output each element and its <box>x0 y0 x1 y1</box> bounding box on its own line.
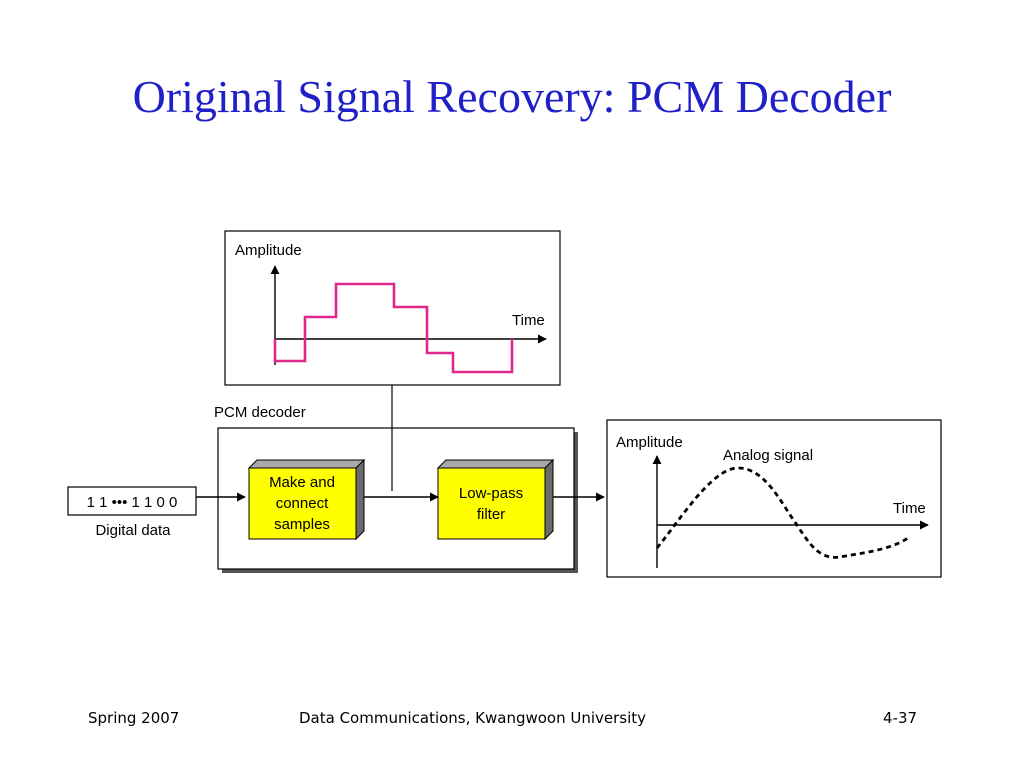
make-block-side <box>355 458 365 541</box>
digital-data-bits: 1 1 ••• 1 1 0 0 <box>87 494 178 511</box>
filter-block-top <box>436 459 555 469</box>
analog-plot-frame <box>606 419 942 578</box>
analog-x-axis-label: Time <box>893 500 926 517</box>
staircase-plot-frame <box>224 230 561 386</box>
analog-signal-label: Analog signal <box>723 447 813 464</box>
slide-title: Original Signal Recovery: PCM Decoder <box>132 71 892 122</box>
filter-block-face <box>437 467 546 540</box>
staircase-y-axis-label: Amplitude <box>235 242 302 259</box>
make-block-line-3: samples <box>274 516 330 533</box>
footer-term: Spring 2007 <box>88 709 180 727</box>
make-connect-block: Make and connect samples <box>247 458 366 541</box>
make-block-line-1: Make and <box>269 474 335 491</box>
digital-data-label: Digital data <box>95 522 171 539</box>
digital-data-box <box>67 486 197 516</box>
make-block-face <box>248 467 357 540</box>
footer-page-number: 4-37 <box>883 709 918 727</box>
low-pass-filter-block: Low-pass filter <box>436 458 555 541</box>
analog-y-axis-label: Amplitude <box>616 434 683 451</box>
staircase-signal <box>273 282 514 374</box>
staircase-x-axis-label: Time <box>512 312 545 329</box>
analog-output-plot: Amplitude Analog signal Time <box>606 419 942 578</box>
make-block-top <box>247 459 366 469</box>
staircase-plot: Amplitude Time <box>224 230 561 386</box>
footer-course: Data Communications, Kwangwoon Universit… <box>299 709 647 727</box>
filter-block-line-2: filter <box>477 506 505 523</box>
filter-block-side <box>544 458 554 541</box>
analog-signal-curve <box>655 466 909 559</box>
decoder-label: PCM decoder <box>214 404 306 421</box>
make-block-line-2: connect <box>276 495 329 512</box>
filter-block-line-1: Low-pass <box>459 485 523 502</box>
